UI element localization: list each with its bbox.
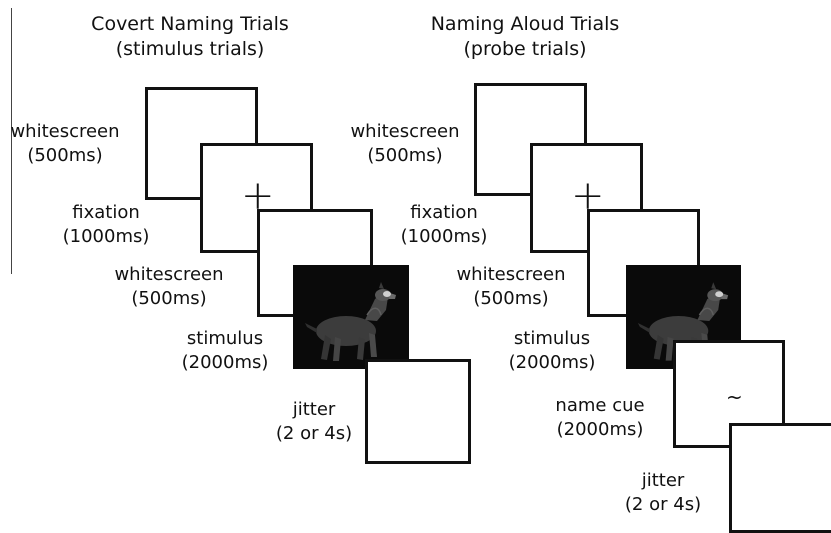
step-name: name cue	[540, 394, 660, 418]
left-label-whitescreen-1: whitescreen (500ms)	[0, 120, 130, 168]
step-name: jitter	[608, 469, 718, 493]
left-label-stimulus: stimulus (2000ms)	[165, 327, 285, 375]
step-name: whitescreen	[340, 120, 470, 144]
right-frame-jitter	[729, 423, 831, 533]
tilde-cue-icon: ~	[726, 387, 743, 407]
right-label-name-cue: name cue (2000ms)	[540, 394, 660, 442]
right-label-stimulus: stimulus (2000ms)	[492, 327, 612, 375]
left-panel-title: Covert Naming Trials (stimulus trials)	[60, 12, 320, 62]
dog-icon	[293, 265, 409, 369]
step-duration: (1000ms)	[46, 225, 166, 249]
step-name: fixation	[46, 201, 166, 225]
step-name: jitter	[264, 398, 364, 422]
step-duration: (500ms)	[104, 287, 234, 311]
step-duration: (2000ms)	[492, 351, 612, 375]
left-label-fixation: fixation (1000ms)	[46, 201, 166, 249]
step-name: whitescreen	[104, 263, 234, 287]
left-title-line2: (stimulus trials)	[60, 37, 320, 62]
right-label-whitescreen-1: whitescreen (500ms)	[340, 120, 470, 168]
step-duration: (500ms)	[0, 144, 130, 168]
step-duration: (2000ms)	[165, 351, 285, 375]
step-name: stimulus	[165, 327, 285, 351]
step-duration: (2000ms)	[540, 418, 660, 442]
right-label-whitescreen-2: whitescreen (500ms)	[446, 263, 576, 311]
step-name: stimulus	[492, 327, 612, 351]
left-stimulus-image	[293, 265, 409, 369]
step-duration: (2 or 4s)	[608, 493, 718, 517]
right-label-fixation: fixation (1000ms)	[384, 201, 504, 249]
step-duration: (1000ms)	[384, 225, 504, 249]
step-duration: (500ms)	[340, 144, 470, 168]
right-panel-title: Naming Aloud Trials (probe trials)	[405, 12, 645, 62]
right-title-line1: Naming Aloud Trials	[405, 12, 645, 37]
step-duration: (500ms)	[446, 287, 576, 311]
left-frame-jitter	[365, 359, 471, 464]
step-name: whitescreen	[446, 263, 576, 287]
left-label-whitescreen-2: whitescreen (500ms)	[104, 263, 234, 311]
step-name: whitescreen	[0, 120, 130, 144]
step-duration: (2 or 4s)	[264, 422, 364, 446]
left-title-line1: Covert Naming Trials	[60, 12, 320, 37]
step-name: fixation	[384, 201, 504, 225]
right-title-line2: (probe trials)	[405, 37, 645, 62]
left-label-jitter: jitter (2 or 4s)	[264, 398, 364, 446]
right-label-jitter: jitter (2 or 4s)	[608, 469, 718, 517]
